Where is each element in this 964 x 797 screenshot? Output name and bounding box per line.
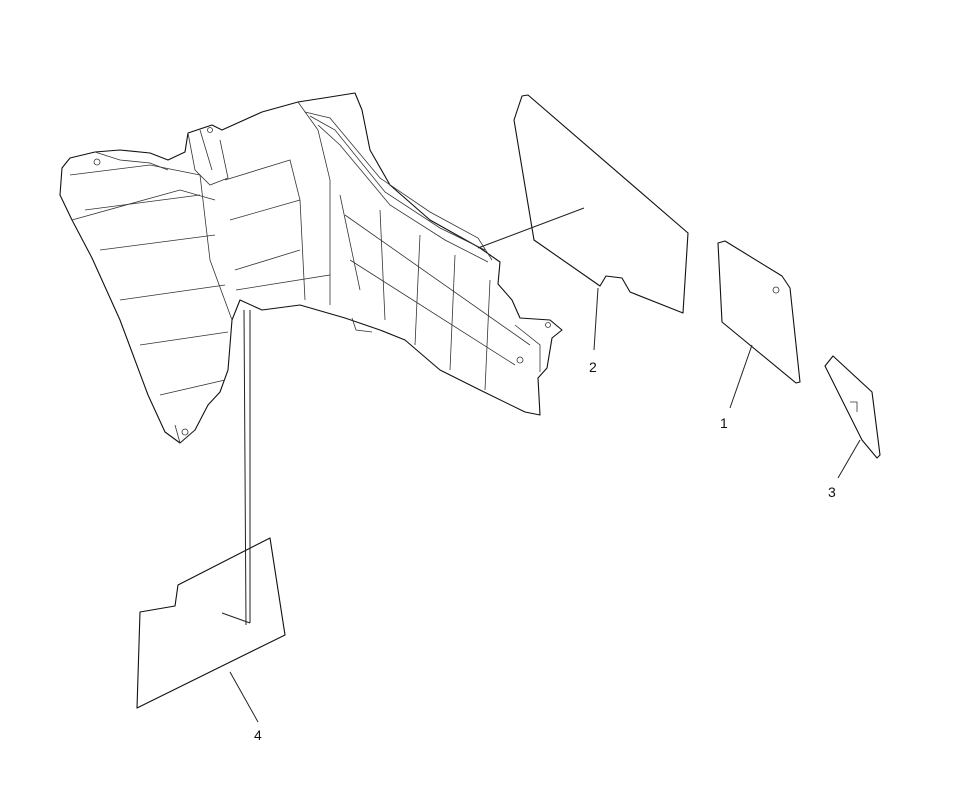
part-3-pad: 3 bbox=[824, 355, 881, 500]
main-trim-panel bbox=[59, 92, 563, 444]
part-2-pad: 2 bbox=[513, 94, 689, 375]
callout-2: 2 bbox=[589, 359, 597, 375]
callout-1: 1 bbox=[720, 415, 728, 431]
part-1-pad: 1 bbox=[717, 240, 801, 431]
leader-line-1 bbox=[729, 344, 753, 409]
callout-4: 4 bbox=[254, 727, 262, 743]
part-4-pad: 4 bbox=[136, 537, 286, 743]
leader-line-4 bbox=[229, 671, 259, 723]
leader-line-2 bbox=[593, 287, 599, 351]
leader-line-3 bbox=[837, 439, 861, 479]
assembly-guide-lines bbox=[221, 207, 585, 626]
callout-3: 3 bbox=[828, 484, 836, 500]
